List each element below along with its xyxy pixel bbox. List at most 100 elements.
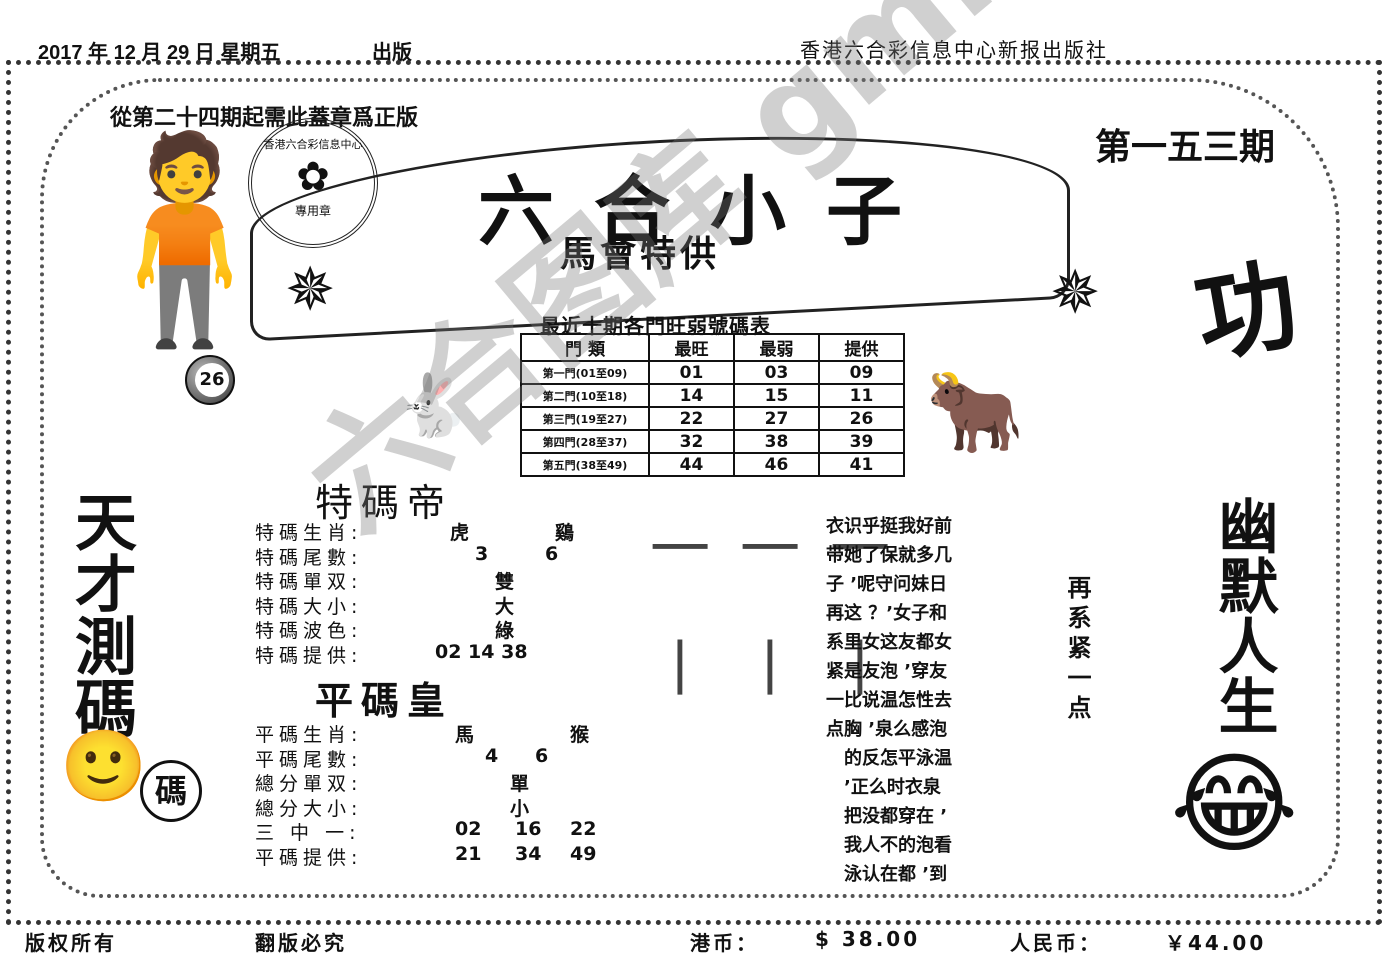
number-cell: 38 bbox=[733, 429, 820, 454]
row-value: 雙 bbox=[495, 571, 515, 593]
number-cell: 39 bbox=[818, 429, 905, 454]
number-cell: 03 bbox=[733, 360, 820, 385]
copyright: 版权所有 bbox=[25, 931, 117, 955]
poem-line: 一比说温怎性去 bbox=[826, 690, 952, 711]
info-row: 總分單双: 單 bbox=[255, 769, 529, 795]
number-cell: 41 bbox=[818, 452, 905, 477]
info-row: 特碼生肖:虎鷄 bbox=[255, 518, 574, 544]
left-title: 天才測碼 bbox=[64, 490, 137, 738]
row-value: 大 bbox=[495, 595, 515, 618]
banner-subtitle: 馬會特供 bbox=[560, 233, 721, 275]
banner-title: 六合小子 bbox=[478, 167, 942, 256]
table-header: 最旺 bbox=[648, 333, 735, 362]
compass-star-icon: ✵ bbox=[285, 255, 336, 325]
poem-line: 的反怎平泳温 bbox=[826, 748, 952, 769]
stamp-bottom: 專用章 bbox=[294, 204, 331, 218]
row-label: 總分大小: bbox=[255, 797, 363, 820]
row-label: 特碼尾數: bbox=[255, 546, 363, 569]
badge: 碼 bbox=[140, 760, 202, 822]
hunter-cartoon-icon: 🧍 bbox=[60, 123, 310, 356]
right-title: 幽默人生 bbox=[1208, 495, 1278, 735]
row-value: 6 bbox=[545, 542, 559, 565]
number-cell: 11 bbox=[818, 383, 905, 408]
info-row: 特碼尾數: 3 6 bbox=[255, 543, 558, 569]
row-value: 02 14 38 bbox=[435, 640, 528, 663]
group-cell: 第四門(28至37) bbox=[520, 429, 650, 454]
poem-line: 系里女这友都女 bbox=[826, 632, 952, 653]
group-cell: 第一門(01至09) bbox=[520, 360, 650, 385]
row-label: 總分單双: bbox=[255, 773, 363, 795]
outer-border bbox=[6, 60, 1382, 925]
row-value: 小 bbox=[510, 797, 530, 820]
no-reprint: 翻版必究 bbox=[255, 931, 347, 955]
number-cell: 22 bbox=[648, 406, 735, 431]
info-row: 平碼生肖: 馬 猴 bbox=[255, 720, 589, 746]
official-stamp: 香港六合彩信息中心 ✿ 專用章 bbox=[248, 118, 378, 248]
row-label: 特碼生肖: bbox=[255, 522, 363, 544]
ox-icon: 🐂 bbox=[925, 365, 1025, 458]
compass-star-icon: ✵ bbox=[1050, 258, 1101, 328]
hkd-price: $ 38.00 bbox=[815, 927, 921, 951]
info-row: 總分大小: 小 bbox=[255, 794, 529, 820]
rmb-price: ￥44.00 bbox=[1165, 931, 1267, 955]
row-value: 6 bbox=[535, 744, 549, 767]
table-header: 提供 bbox=[818, 333, 905, 362]
flower-icon: ✿ bbox=[296, 154, 330, 200]
row-value: 單 bbox=[510, 773, 530, 795]
number-cell: 26 bbox=[818, 406, 905, 431]
side-phrase: 再系紧一点 bbox=[1063, 575, 1091, 725]
poem-line: ’正么时衣泉 bbox=[826, 777, 941, 798]
poem-line: 子 ’呢守问妹日 bbox=[826, 574, 948, 595]
row-label: 特碼波色: bbox=[255, 620, 363, 642]
row-label: 三 中 一: bbox=[255, 822, 361, 844]
rmb-label: 人民币： bbox=[1010, 931, 1102, 955]
group-cell: 第三門(19至27) bbox=[520, 406, 650, 431]
info-row: 特碼大小:大 bbox=[255, 592, 514, 618]
hkd-label: 港币： bbox=[690, 931, 759, 955]
row-value: 猴 bbox=[570, 724, 590, 746]
row-label: 平碼尾數: bbox=[255, 748, 363, 771]
row-label: 平碼生肖: bbox=[255, 724, 363, 746]
issue-number: 第一五三期 bbox=[1095, 126, 1276, 168]
publisher: 香港六合彩信息中心新报出版社 bbox=[800, 38, 1108, 62]
info-row: 特碼提供:02 14 38 bbox=[255, 641, 528, 667]
number-cell: 01 bbox=[648, 360, 735, 385]
authenticity-notice: 從第二十四期起需此蓋章爲正版 bbox=[110, 105, 419, 131]
row-value: 34 bbox=[515, 842, 542, 865]
number-cell: 46 bbox=[733, 452, 820, 477]
row-value: 馬 bbox=[455, 724, 475, 746]
number-cell: 14 bbox=[648, 383, 735, 408]
info-row: 平碼尾數: 4 6 bbox=[255, 745, 548, 771]
row-value: 4 bbox=[485, 744, 499, 767]
table-header: 最弱 bbox=[733, 333, 820, 362]
poem-line: 点胸 ’泉么感泡 bbox=[826, 719, 948, 740]
row-value: 49 bbox=[570, 842, 597, 865]
info-row: 特碼波色: 綠 bbox=[255, 616, 514, 642]
info-row: 特碼單双:雙 bbox=[255, 567, 514, 593]
number-cell: 44 bbox=[648, 452, 735, 477]
row-value: 綠 bbox=[495, 620, 515, 642]
poem-line: 衣识乎挺我好前 bbox=[826, 516, 952, 537]
row-value: 3 bbox=[475, 542, 489, 565]
issue-date: 2017 年 12 月 29 日 星期五 bbox=[38, 42, 281, 64]
poem-line: 带她了保就多几 bbox=[826, 545, 952, 566]
published-label: 出版 bbox=[372, 42, 412, 64]
poem: 衣识乎挺我好前带她了保就多几子 ’呢守问妹日再这 ？’女子和系里女这友都女紧是友… bbox=[826, 512, 1036, 889]
laughing-man-cartoon-icon: 😂 bbox=[1170, 740, 1299, 868]
cartoon-face-icon: 🙂 bbox=[60, 725, 148, 807]
number-cell: 27 bbox=[733, 406, 820, 431]
flat-section-title: 平碼皇 bbox=[315, 678, 454, 723]
poem-line: 紧是友泡 ’穿友 bbox=[826, 661, 948, 682]
row-value: 16 bbox=[515, 818, 542, 840]
group-cell: 第五門(38至49) bbox=[520, 452, 650, 477]
poem-line: 再这 ？’女子和 bbox=[826, 603, 948, 624]
number-cell: 15 bbox=[733, 383, 820, 408]
row-value: 22 bbox=[570, 818, 597, 840]
